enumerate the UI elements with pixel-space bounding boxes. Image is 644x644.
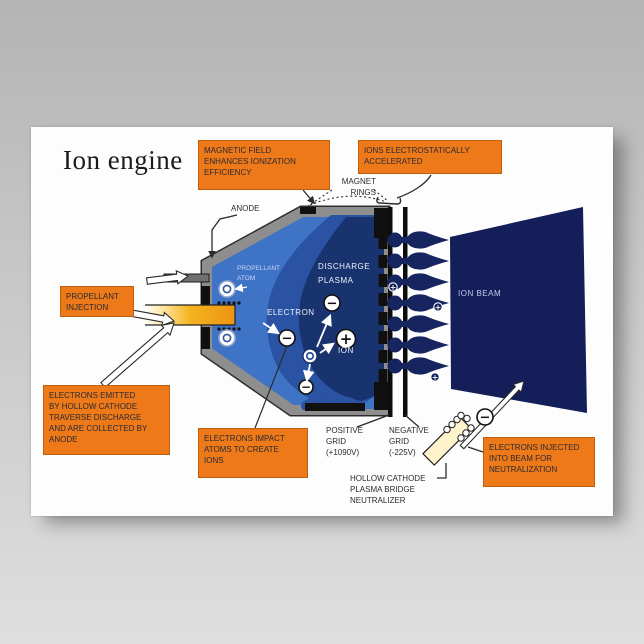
negative-grid-bar	[403, 207, 408, 417]
label-discharge-plasma: DISCHARGE PLASMA	[318, 262, 371, 285]
poster: − − − +	[31, 127, 613, 516]
magnetic-field-leader	[302, 189, 316, 205]
negative-grid-leader	[404, 414, 420, 428]
label-positive-grid: POSITIVE GRID (+1090V)	[326, 426, 363, 457]
callout-ions-accelerated: IONS ELECTROSTATICALLY ACCELERATED	[358, 140, 502, 174]
cathode-emission-dots	[217, 301, 241, 331]
electrons-emitted-arrow	[100, 322, 175, 389]
label-ion-beam: ION BEAM	[458, 289, 502, 298]
ion-engine-diagram: − − − +	[100, 174, 587, 479]
svg-text:+: +	[390, 283, 396, 292]
leader-lines	[208, 174, 484, 479]
label-anode: ANODE	[231, 204, 260, 213]
svg-text:−: −	[327, 297, 338, 312]
label-propellant-atom: PROPELLANT ATOM	[237, 265, 280, 283]
discharge-plasma-region	[266, 215, 384, 410]
label-electron: ELECTRON	[267, 308, 315, 317]
ion-plus-marker: + + +	[388, 282, 443, 382]
poster-title: Ion engine	[63, 145, 183, 175]
positive-grid-leader	[356, 414, 390, 428]
magnet-rings-leader-left	[307, 189, 333, 207]
callout-electrons-injected: ELECTRONS INJECTED INTO BEAM FOR NEUTRAL…	[483, 437, 595, 487]
electron-symbol: −	[278, 329, 296, 347]
electron-symbol: −	[298, 379, 314, 395]
label-magnet-rings: MAGNET RINGS	[341, 177, 376, 197]
label-neutralizer: HOLLOW CATHODE PLASMA BRIDGE NEUTRALIZER	[350, 474, 426, 505]
svg-text:+: +	[432, 373, 438, 382]
propellant-arrow-upper	[145, 270, 190, 285]
anode-lining	[201, 207, 388, 411]
grid-pointer-tip	[376, 196, 402, 205]
anode-leader	[208, 214, 238, 259]
label-ion: ION	[338, 346, 354, 355]
callout-electrons-emitted: ELECTRONS EMITTED BY HOLLOW CATHODE TRAV…	[43, 385, 170, 455]
svg-text:+: +	[340, 330, 353, 348]
magnet-rings-arc	[309, 195, 387, 206]
svg-text:−: −	[282, 332, 293, 347]
electrons-injected-leader	[467, 446, 484, 453]
callout-propellant-injection: PROPELLANT INJECTION	[60, 286, 134, 317]
electron-symbol: −	[323, 294, 341, 312]
svg-text:+: +	[435, 303, 441, 312]
positive-grid-bar	[388, 207, 393, 417]
ions-accelerated-leader	[396, 174, 432, 199]
neutralizer-rod	[422, 411, 475, 466]
neutralizer-label-bracket	[437, 463, 447, 479]
svg-text:−: −	[301, 380, 311, 394]
ion-symbol: +	[335, 328, 357, 350]
svg-text:−: −	[480, 411, 491, 426]
electrons-impact-leader	[254, 345, 288, 429]
magnet-rings-leader-right	[373, 189, 389, 202]
label-negative-grid: NEGATIVE GRID (-225V)	[389, 426, 429, 457]
magnet-ring-top-left	[300, 207, 316, 214]
electron-symbol: −	[476, 408, 494, 426]
ion-beam-shape	[450, 207, 587, 413]
collision-arrows	[234, 283, 335, 383]
propellant-atom-symbol	[218, 280, 318, 364]
callout-electrons-impact: ELECTRONS IMPACT ATOMS TO CREATE IONS	[198, 428, 308, 478]
callout-magnetic-field: MAGNETIC FIELD ENHANCES IONIZATION EFFIC…	[198, 140, 330, 190]
